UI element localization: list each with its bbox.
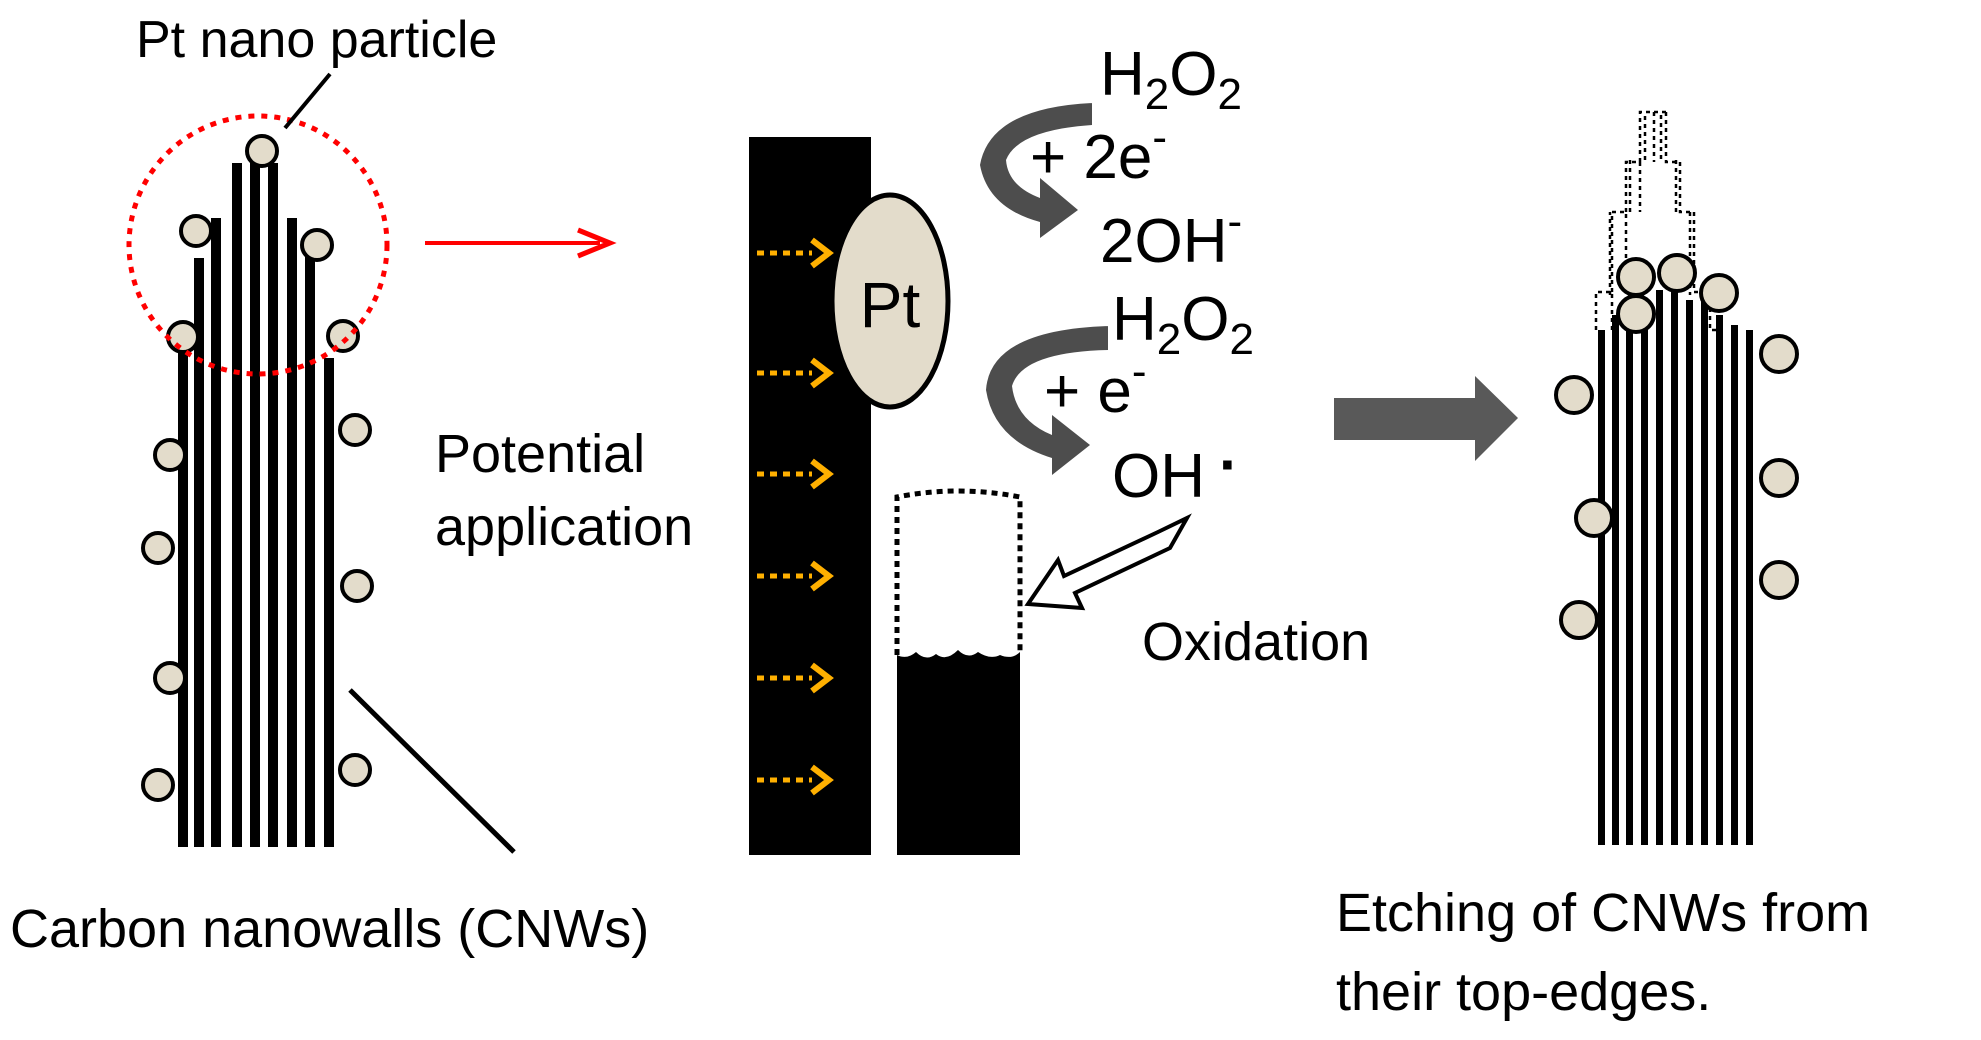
cnw-label-leader [348, 688, 516, 854]
nanowall [1626, 300, 1633, 845]
reaction2-product: OH· [1112, 431, 1239, 511]
pt-particle [1657, 253, 1697, 293]
nanowall [1701, 300, 1708, 845]
nanowall [1731, 325, 1738, 845]
pt-particle [338, 413, 372, 447]
reaction1-electrons: + 2e- [1030, 113, 1167, 192]
nanowall [232, 163, 242, 847]
nanowall [211, 218, 221, 847]
nanowall [1716, 315, 1723, 845]
pt-particle [1699, 273, 1739, 313]
pt-particle [1574, 498, 1614, 538]
nanowall [1598, 330, 1605, 845]
pt-particle [245, 134, 279, 168]
oxidation-label: Oxidation [1142, 612, 1370, 672]
pt-particle [141, 531, 175, 565]
potential-arrow [757, 458, 834, 490]
etched-wall-dotted [894, 488, 1023, 655]
potential-arrow [757, 560, 834, 592]
pt-particle [1616, 294, 1656, 334]
nanowall [1746, 330, 1753, 845]
pt-particle [141, 768, 175, 802]
right-arrow-icon [425, 227, 617, 259]
etched-wall-solid [897, 650, 1020, 855]
block-right-arrow-icon [1334, 376, 1518, 461]
reaction1-reactant: H2O2 [1100, 40, 1242, 119]
potential-label-line2: application [435, 497, 693, 557]
potential-arrow [757, 764, 834, 796]
nanowall [1686, 300, 1693, 845]
pt-particle [340, 569, 374, 603]
pt-particle [338, 753, 372, 787]
nanowall [1671, 290, 1678, 845]
mechanism-zoom: Pt H2O2 + 2e- 2OH- H2O2 + e- OH· Potenti… [435, 40, 1370, 855]
pt-particle-large [829, 192, 951, 410]
pt-particle [1759, 560, 1799, 600]
nanowall [324, 358, 334, 847]
pt-particle [1554, 375, 1594, 415]
etching-label-line2: their top-edges. [1336, 962, 1711, 1022]
hollow-arrow-icon [1024, 513, 1192, 611]
pt-particle [153, 438, 187, 472]
potential-label-line1: Potential [435, 424, 645, 484]
cnw-bundle-etched: Etching of CNWs from their top-edges. [1336, 110, 1870, 1022]
pt-particle [1759, 458, 1799, 498]
potential-arrows [757, 237, 834, 796]
nanowall [268, 163, 278, 847]
pt-particle [326, 319, 360, 353]
pt-label-leader [283, 72, 332, 130]
pt-particle [300, 228, 334, 262]
etching-label-line1: Etching of CNWs from [1336, 883, 1870, 943]
nanowall [1641, 300, 1648, 845]
nanowall [1656, 290, 1663, 845]
nanowall [1612, 315, 1619, 845]
potential-arrow [757, 237, 834, 269]
nanowall [305, 233, 315, 847]
highlight-circle [126, 113, 390, 377]
pt-particle [1616, 257, 1656, 297]
potential-arrow [757, 662, 834, 694]
pt-particle [1759, 334, 1799, 374]
pt-particle [166, 320, 200, 354]
potential-arrow [757, 357, 834, 389]
nanowall [287, 218, 297, 847]
nanowall [250, 148, 260, 847]
carbon-nanowalls-label: Carbon nanowalls (CNWs) [10, 899, 649, 959]
pt-particle [153, 661, 187, 695]
reaction2-reactant: H2O2 [1112, 285, 1254, 364]
curved-arrow-icon [980, 77, 1092, 238]
pt-label: Pt [860, 269, 921, 341]
pt-nano-particle-label: Pt nano particle [136, 11, 497, 69]
pt-particle [179, 214, 213, 248]
nanowall [178, 353, 188, 847]
cnw-bundle-left: Pt nano particle Carbon nanowalls (CNWs) [10, 11, 649, 959]
reaction1-product: 2OH- [1100, 197, 1242, 276]
nanowall [194, 258, 204, 847]
reaction2-electrons: + e- [1044, 347, 1147, 426]
curved-arrow-icon [986, 300, 1108, 475]
pt-particle [1559, 600, 1599, 640]
